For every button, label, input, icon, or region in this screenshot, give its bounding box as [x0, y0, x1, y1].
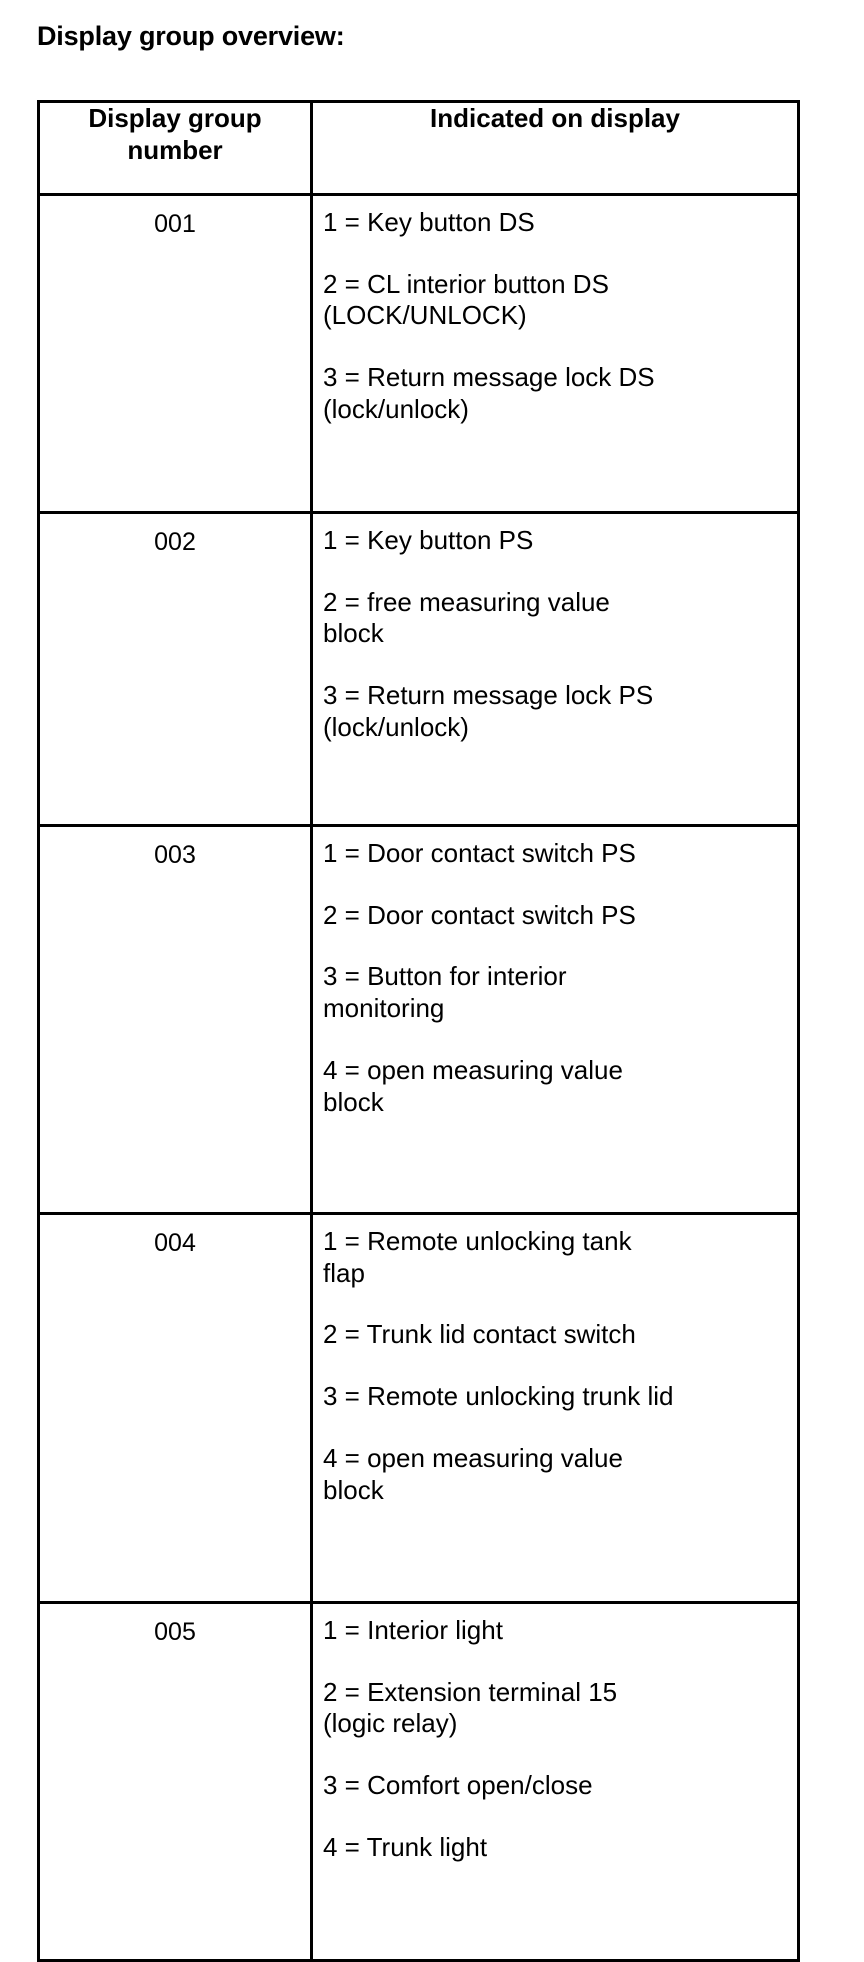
- display-channel-entry: 2 = CL interior button DS(LOCK/UNLOCK): [323, 269, 787, 332]
- display-channel-label: 3 = Comfort open/close: [323, 1770, 593, 1801]
- display-channel-sublabel: (LOCK/UNLOCK): [323, 300, 527, 331]
- display-channel-entry: 3 = Return message lock DS(lock/unlock): [323, 362, 787, 425]
- table-row: 003 1 = Door contact switch PS 2 = Door co…: [37, 824, 800, 1215]
- indicated-on-display-cell: 1 = Door contact switch PS 2 = Door conta…: [310, 824, 800, 1215]
- display-channel-label: 2 = Door contact switch PS: [323, 899, 636, 930]
- display-channel-label: 2 = Extension terminal 15: [323, 1676, 618, 1707]
- display-channel-label: 3 = Return message lock PS: [323, 680, 654, 711]
- display-channel-entry: 1 = Key button PS: [323, 525, 787, 557]
- table-row: 005 1 = Interior light 2 = Extension termi…: [37, 1601, 800, 1962]
- display-channel-label: 3 = Button for interior: [323, 961, 567, 992]
- table-header: Display group number Indicated on displa…: [37, 100, 800, 196]
- display-channel-sublabel: block: [323, 1474, 384, 1505]
- display-channel-entry: 2 = Extension terminal 15(logic relay): [323, 1677, 787, 1740]
- display-channel-entry: 2 = Trunk lid contact switch: [323, 1319, 787, 1351]
- display-channel-sublabel: flap: [323, 1257, 365, 1288]
- display-channel-label: 4 = Trunk light: [323, 1831, 488, 1862]
- display-channel-label: 3 = Return message lock DS: [323, 362, 655, 393]
- indicated-on-display-cell: 1 = Key button PS 2 = free measuring valu…: [310, 511, 800, 827]
- display-group-number-cell: 004: [37, 1212, 313, 1604]
- column-header-display-group-number: Display group number: [37, 100, 313, 196]
- table-header-row: Display group number Indicated on displa…: [37, 100, 800, 196]
- display-channel-entry: 1 = Door contact switch PS: [323, 838, 787, 870]
- display-channel-label: 1 = Remote unlocking tank: [323, 1226, 632, 1256]
- display-channel-label: 4 = open measuring value: [323, 1442, 623, 1473]
- display-group-number-cell: 005: [37, 1601, 313, 1962]
- display-channel-entry: 3 = Comfort open/close: [323, 1770, 787, 1802]
- display-channel-label: 2 = CL interior button DS: [323, 268, 609, 299]
- display-group-number-cell: 002: [37, 511, 313, 827]
- display-channel-label: 1 = Key button DS: [323, 207, 535, 237]
- display-group-overview-table: Display group number Indicated on displa…: [37, 100, 800, 1962]
- display-channel-entry: 2 = Door contact switch PS: [323, 900, 787, 932]
- indicated-on-display-cell: 1 = Interior light 2 = Extension terminal…: [310, 1601, 800, 1962]
- display-channel-label: 3 = Remote unlocking trunk lid: [323, 1381, 674, 1412]
- display-channel-entry: 1 = Interior light: [323, 1615, 787, 1647]
- table-body: 001 1 = Key button DS 2 = CL interior butt…: [37, 193, 800, 1962]
- table-row: 001 1 = Key button DS 2 = CL interior butt…: [37, 193, 800, 514]
- display-channel-sublabel: (lock/unlock): [323, 393, 469, 424]
- display-channel-label: 1 = Door contact switch PS: [323, 838, 636, 868]
- display-channel-sublabel: block: [323, 618, 384, 649]
- display-channel-label: 2 = Trunk lid contact switch: [323, 1319, 636, 1350]
- display-channel-label: 2 = free measuring value: [323, 586, 610, 617]
- display-channel-label: 1 = Key button PS: [323, 525, 534, 555]
- document-page: Display group overview: Display group nu…: [37, 21, 800, 1962]
- display-channel-entry: 3 = Remote unlocking trunk lid: [323, 1381, 787, 1413]
- column-header-indicated-on-display: Indicated on display: [310, 100, 800, 196]
- display-group-number-cell: 003: [37, 824, 313, 1215]
- display-channel-sublabel: (lock/unlock): [323, 711, 469, 742]
- display-group-number-cell: 001: [37, 193, 313, 514]
- table-row: 002 1 = Key button PS 2 = free measuring v…: [37, 511, 800, 827]
- display-channel-sublabel: (logic relay): [323, 1708, 458, 1739]
- indicated-on-display-cell: 1 = Key button DS 2 = CL interior button …: [310, 193, 800, 514]
- display-channel-sublabel: monitoring: [323, 993, 445, 1024]
- display-channel-entry: 1 = Key button DS: [323, 207, 787, 239]
- display-channel-label: 4 = open measuring value: [323, 1054, 623, 1085]
- display-channel-entry: 4 = Trunk light: [323, 1832, 787, 1864]
- display-channel-label: 1 = Interior light: [323, 1615, 503, 1645]
- display-channel-entry: 3 = Return message lock PS(lock/unlock): [323, 680, 787, 743]
- page-title: Display group overview:: [37, 21, 345, 51]
- display-channel-sublabel: block: [323, 1086, 384, 1117]
